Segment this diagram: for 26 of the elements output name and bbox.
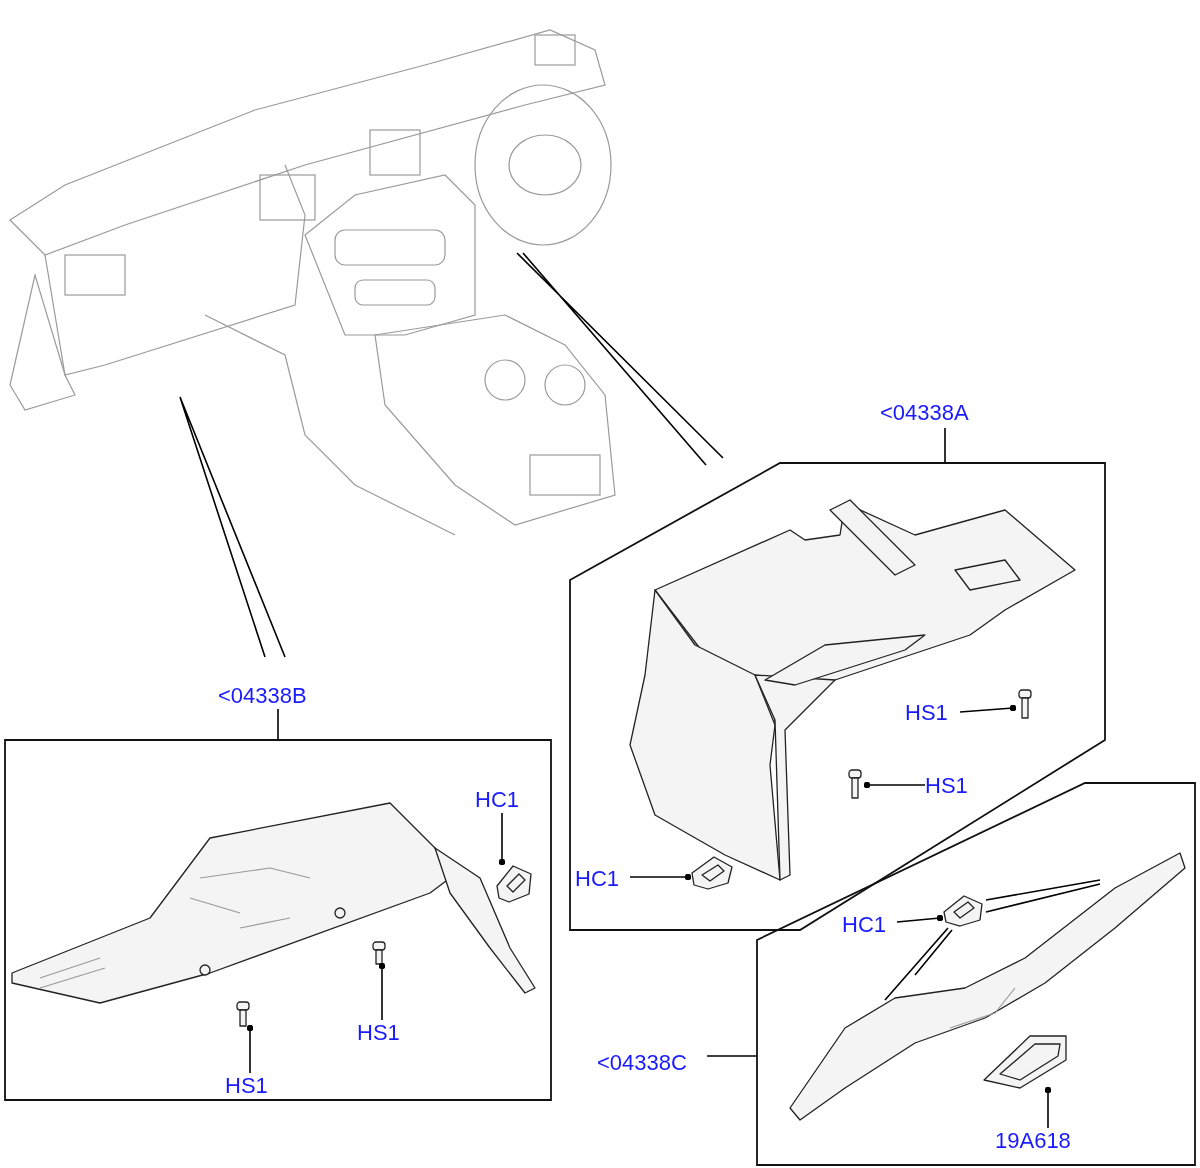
part-label: 19A618	[995, 1128, 1071, 1154]
part-label: HC1	[575, 866, 619, 892]
leader-line	[884, 927, 953, 1001]
part-label: <04338A	[880, 400, 969, 426]
leader-line	[246, 1024, 254, 1074]
leader-line	[944, 427, 946, 464]
part-label: <04338C	[597, 1050, 687, 1076]
leader-line	[1044, 1086, 1052, 1129]
part-label: <04338B	[218, 683, 307, 709]
leader-line	[985, 879, 1101, 913]
part-label: HC1	[475, 787, 519, 813]
part-label: HC1	[842, 912, 886, 938]
leader-line	[959, 704, 1017, 713]
leader-line	[896, 914, 944, 923]
part-label: HS1	[357, 1020, 400, 1046]
leader-line	[498, 812, 506, 866]
leader-line	[277, 708, 279, 741]
part-label: HS1	[225, 1073, 268, 1099]
part-label: HS1	[925, 773, 968, 799]
leader-line	[629, 873, 692, 881]
leader-line	[179, 396, 286, 658]
leader-line	[516, 252, 724, 466]
part-label: HS1	[905, 700, 948, 726]
leader-line	[706, 1055, 758, 1057]
leader-line	[863, 781, 926, 789]
leader-line	[378, 962, 386, 1021]
